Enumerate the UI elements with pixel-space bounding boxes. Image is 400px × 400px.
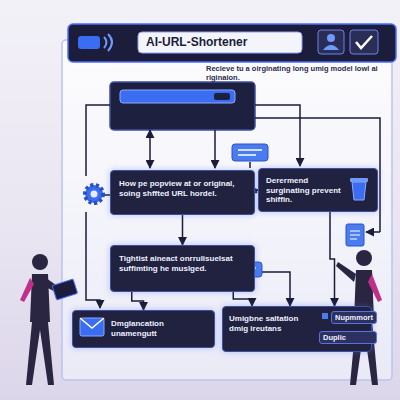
figure-head (356, 250, 372, 266)
flow-arrow (214, 130, 216, 168)
icon-frame (350, 30, 378, 54)
screen-panel (62, 40, 392, 380)
flow-line (255, 118, 380, 232)
chip-body (346, 224, 364, 246)
figure-accent (20, 278, 34, 302)
flow-line (249, 162, 251, 168)
header-bar (68, 24, 396, 62)
process-box: Umigbne saltation dmig ireutansNupmmortD… (222, 306, 372, 352)
tag-pill: Nupmmort (331, 311, 377, 324)
chip-body (232, 144, 268, 161)
box-text: Dmglancation unamengutt (111, 319, 211, 338)
flow-arrow (366, 231, 380, 233)
flow-arrow (330, 212, 335, 306)
user-icon (318, 30, 344, 54)
process-box: Dmglancation unamengutt (72, 310, 215, 348)
process-box: How pe popview at or original, soing shf… (110, 170, 255, 215)
box-text: Tightist aineact onrrulisuelsat suffimti… (119, 254, 247, 273)
gear-teeth (85, 185, 103, 203)
icon-check (356, 36, 372, 48)
input-button (214, 93, 230, 100)
title-field (138, 32, 302, 53)
process-box: Derermend surginating prevent shiffin. (258, 168, 378, 212)
box-text: Umigbne saltation dmig ireutans (229, 314, 311, 333)
gear-hub (91, 191, 98, 198)
check-icon (350, 30, 378, 54)
flow-lines (86, 105, 380, 308)
note-text: Recieve tu a oirginating long umig model… (206, 64, 382, 82)
flow-line (86, 105, 110, 176)
chip-lines (350, 231, 360, 239)
icon-shoulders (323, 45, 339, 50)
figure-accent (368, 274, 382, 302)
flow-arrow (86, 212, 100, 308)
url-input-bar (120, 90, 235, 103)
flow-arrow (262, 272, 290, 306)
document-chip (346, 224, 364, 246)
flow-arrow (149, 130, 151, 168)
app-title: AI-URL-Shortener (146, 33, 296, 52)
megaphone-icon (78, 34, 112, 51)
flow-arrow (233, 292, 252, 306)
icon-frame (318, 30, 344, 54)
figure-arm (336, 262, 356, 282)
box-text: How pe popview at or original, soing shf… (119, 179, 247, 198)
icon-head (327, 34, 335, 42)
chat-chip (232, 144, 268, 161)
laptop (52, 279, 78, 300)
figure-legs (26, 322, 54, 385)
flow-arrow (132, 292, 144, 310)
icon-waves (104, 34, 112, 51)
process-box: Tightist aineact onrrulisuelsat suffimti… (110, 245, 255, 292)
chip-lines (238, 150, 262, 155)
figure-head (32, 254, 48, 270)
input-box (110, 82, 255, 130)
gear-icon (85, 185, 103, 203)
left-figure (20, 254, 78, 385)
box-text: Derermend surginating prevent shiffin. (266, 176, 350, 205)
icon-body (78, 36, 100, 49)
flow-arrow (182, 215, 184, 245)
tag-pill: Duplic (319, 331, 377, 344)
